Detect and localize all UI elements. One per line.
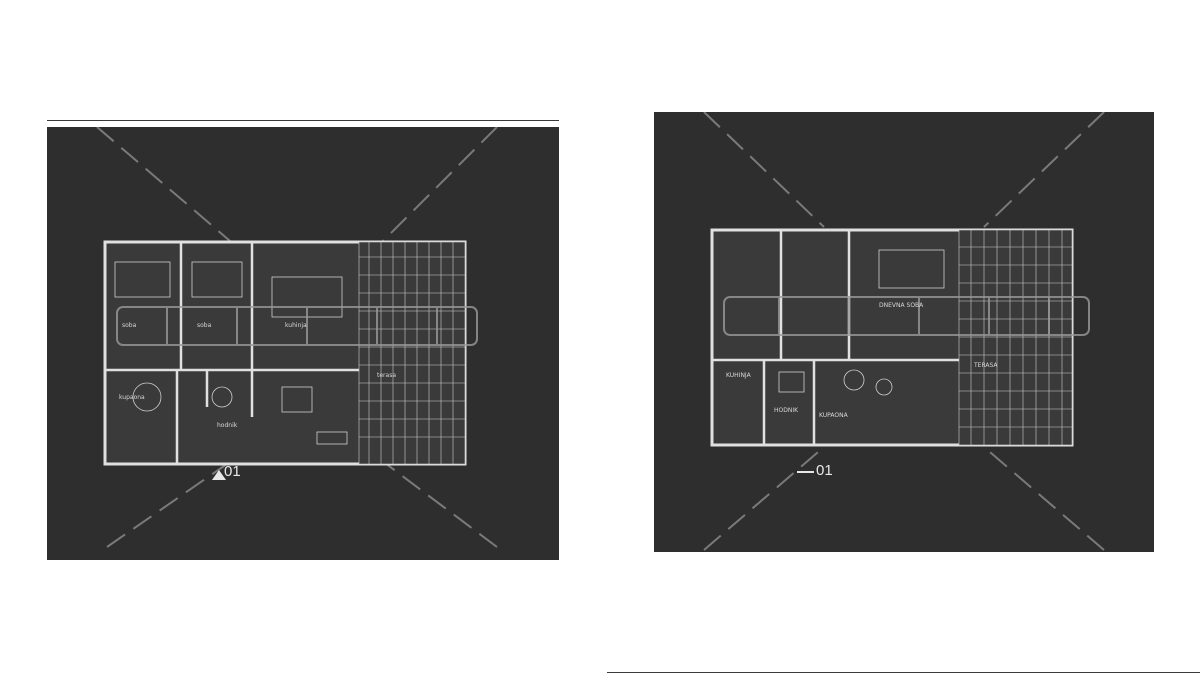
floor-plan-sheet-right: DNEVNA SOBA KUHINJA HODNIK KUPAONA TERAS… [654,112,1154,552]
room-label: DNEVNA SOBA [879,302,924,309]
north-label: 01 [224,463,241,480]
room-label: kupaona [119,394,145,401]
room-label: TERASA [973,362,998,369]
interior-walls [712,230,959,445]
floor-plan-sheet-left: soba soba kuhinja kupaona hodnik terasa … [47,127,559,560]
room-label: kuhinja [285,322,307,329]
room-label: soba [197,322,212,329]
room-label: hodnik [217,422,238,429]
watermark-logo [723,296,1090,336]
top-rule-left [47,120,559,121]
room-label: soba [122,322,137,329]
room-label: HODNIK [774,407,799,414]
watermark-logo [116,306,478,346]
room-label: KUHINJA [726,372,752,379]
floor-plan-right: DNEVNA SOBA KUHINJA HODNIK KUPAONA TERAS… [703,112,1105,551]
bottom-rule-right [607,672,1200,673]
crop-diagonals [96,127,498,548]
north-arrow-icon [212,470,226,480]
north-label: 01 [816,462,833,479]
room-label: KUPAONA [819,412,849,419]
room-label: terasa [377,372,396,379]
terrace-grid [958,229,1073,446]
terrace-grid [358,241,466,465]
furniture [778,249,945,396]
crop-diagonals [703,112,1105,551]
floor-plan-left: soba soba kuhinja kupaona hodnik terasa [96,127,498,548]
